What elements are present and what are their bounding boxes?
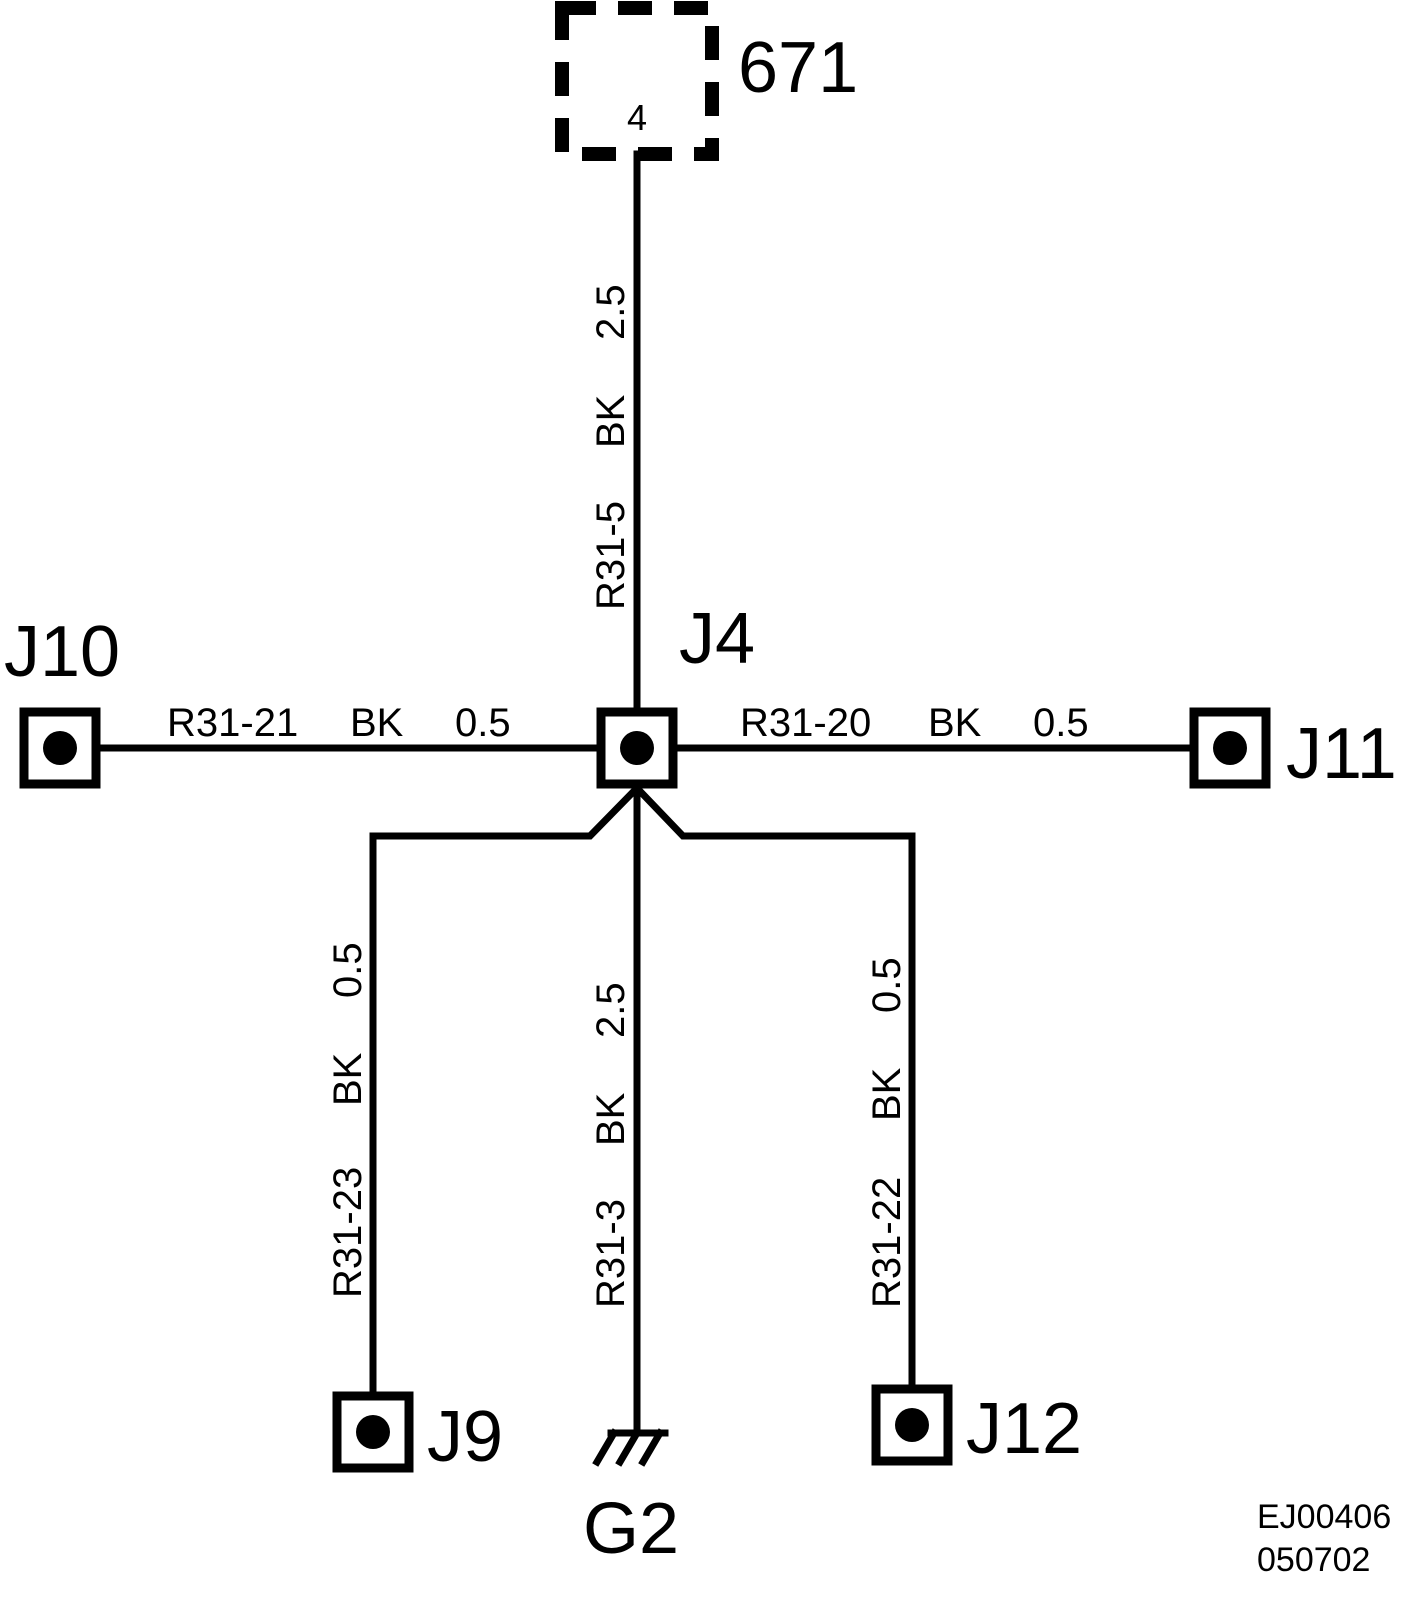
junction-j9-dot (356, 1415, 390, 1449)
junction-j11-label: J11 (1286, 714, 1397, 794)
wire-top-circuit: R31-5 (589, 501, 633, 610)
wire-bottom-right-color: BK (865, 1067, 909, 1121)
wire-bottom-left-size: 0.5 (326, 942, 370, 998)
wire-bottom-left-circuit: R31-23 (326, 1167, 370, 1298)
junction-j12-dot (895, 1408, 929, 1442)
junction-j10-label: J10 (4, 612, 120, 692)
module-pin-label: 4 (627, 97, 647, 138)
wire-bottom-right-size: 0.5 (865, 957, 909, 1013)
ground-label: G2 (583, 1489, 679, 1569)
junction-j12-label: J12 (966, 1389, 1082, 1469)
reference-date: 050702 (1257, 1541, 1370, 1579)
wire-right-circuit: R31-20 (740, 701, 871, 745)
junction-j4-box (596, 707, 678, 789)
reference-code: EJ00406 (1257, 1498, 1391, 1536)
wire-bottom-center-size: 2.5 (589, 982, 633, 1038)
wire-bottom-right (632, 783, 916, 1429)
wire-bottom-left-color: BK (326, 1052, 370, 1106)
module-671-box (555, 1, 719, 161)
wire-bottom-left (369, 783, 642, 1436)
junction-j9-label: J9 (427, 1397, 503, 1477)
wire-bottom-right-circuit: R31-22 (865, 1177, 909, 1308)
wire-bottom-center-color: BK (589, 1092, 633, 1146)
junction-j10-dot (43, 731, 77, 765)
wire-right-color: BK (928, 701, 982, 745)
junction-j11-dot (1213, 731, 1247, 765)
junction-j4-label: J4 (679, 599, 755, 679)
wire-left-color: BK (350, 701, 404, 745)
wire-top-color: BK (589, 394, 633, 448)
junction-j4-dot (620, 731, 654, 765)
module-id-label: 671 (738, 28, 858, 108)
wire-right-size: 0.5 (1033, 701, 1089, 745)
wire-bottom-center-circuit: R31-3 (589, 1199, 633, 1308)
wire-left-circuit: R31-21 (167, 701, 298, 745)
wire-left-size: 0.5 (455, 701, 511, 745)
ground-icon (592, 1428, 669, 1467)
wire-top-size: 2.5 (589, 284, 633, 340)
